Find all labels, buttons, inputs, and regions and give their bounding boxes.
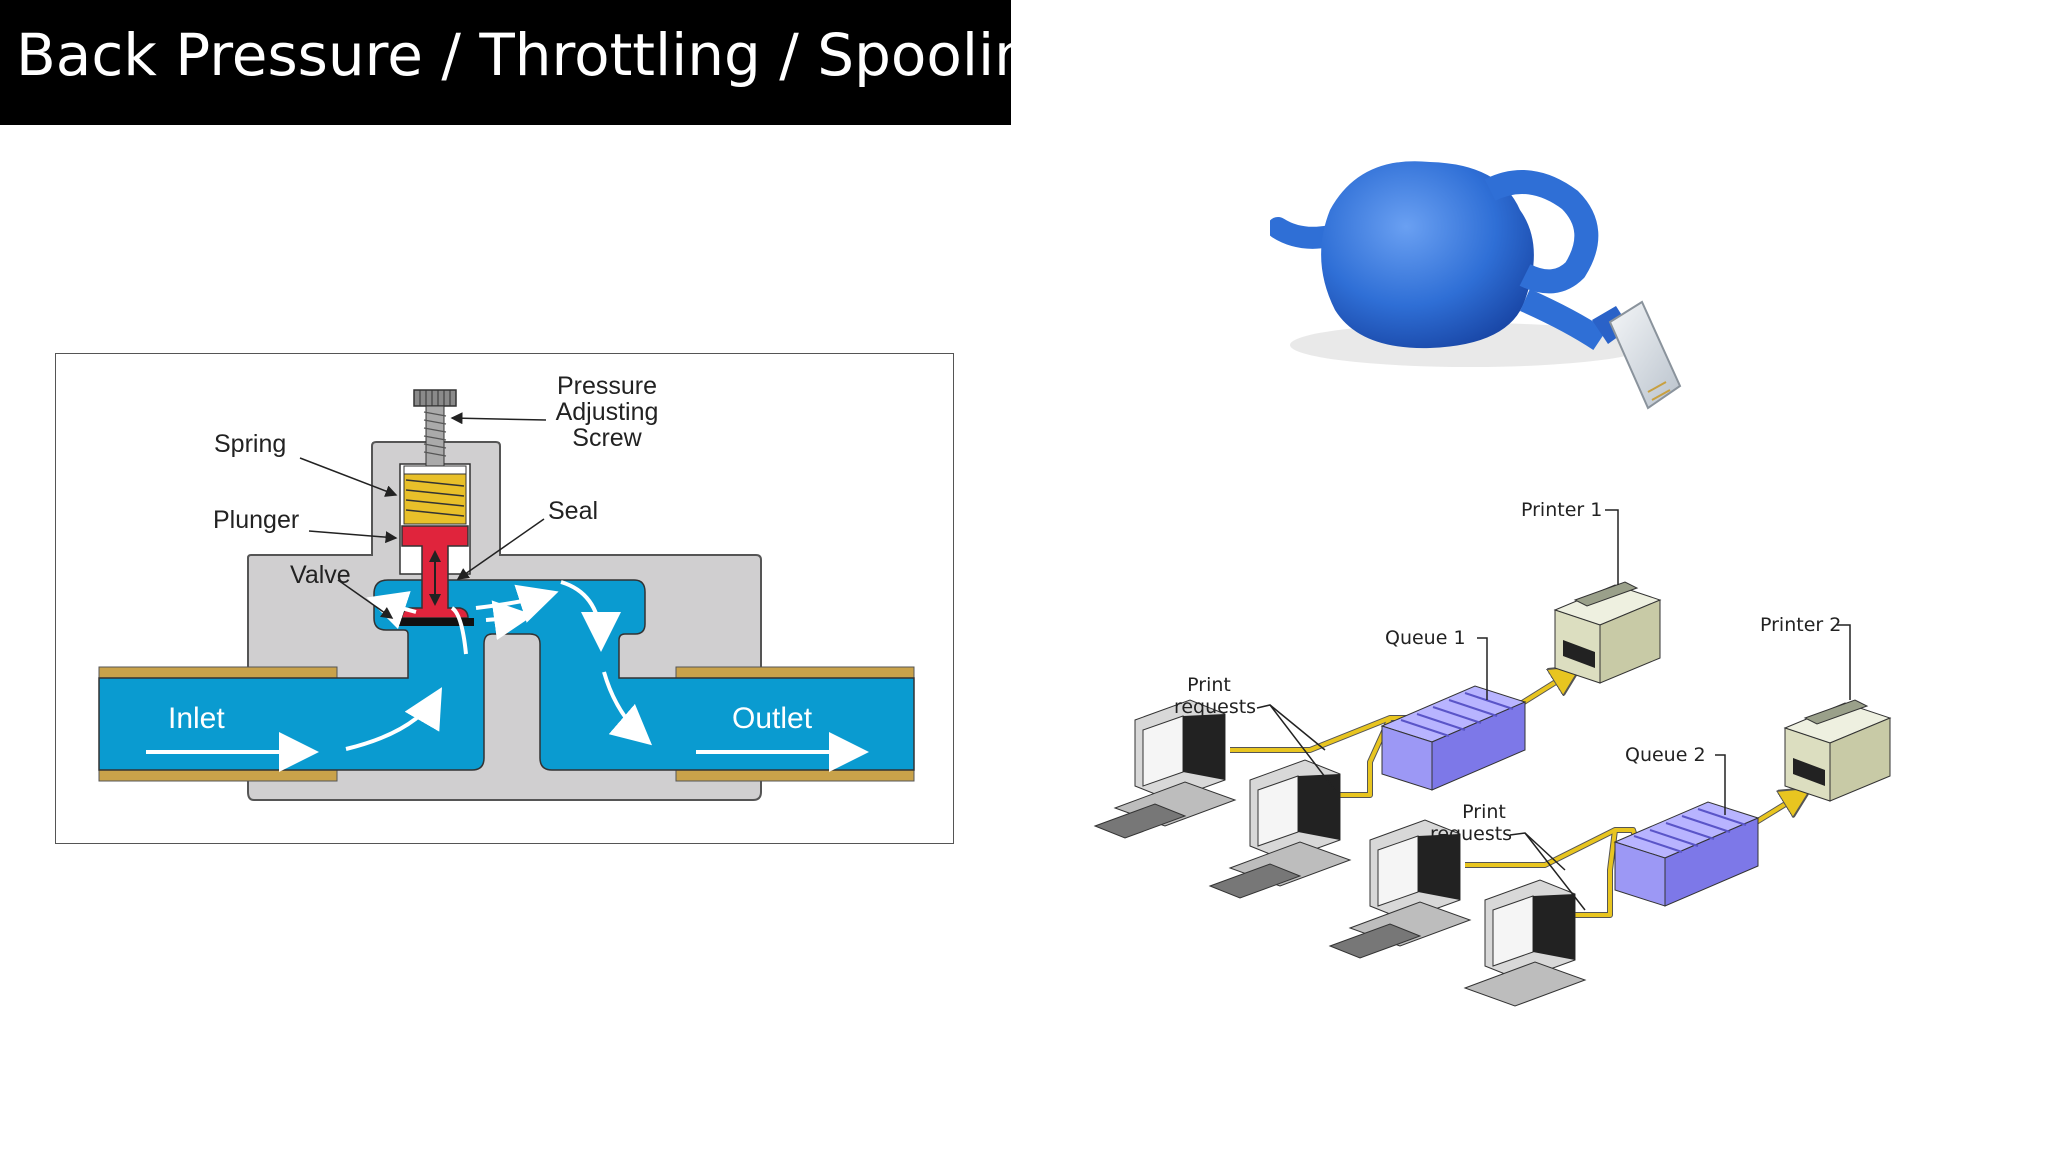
computer-3-icon [1328, 819, 1472, 959]
cable-tail [1270, 217, 1341, 249]
label-pressure: Pressure [557, 372, 657, 400]
printer-1-icon [1553, 581, 1662, 684]
spring-plate [403, 465, 467, 475]
label-screw: Screw [572, 424, 642, 452]
label-plunger: Plunger [213, 506, 299, 534]
label-inlet: Inlet [168, 702, 225, 735]
computer-4-icon [1463, 879, 1587, 1007]
outlet-pipe-wall-bottom [675, 769, 915, 782]
label-outlet: Outlet [732, 702, 813, 735]
computer-1-icon [1093, 699, 1237, 839]
title-bar: Back Pressure / Throttling / Spooling [0, 0, 1068, 125]
label-queue-2: Queue 2 [1625, 744, 1706, 766]
label-valve: Valve [290, 561, 351, 589]
connector-1b [1315, 717, 1392, 797]
label-adjusting: Adjusting [556, 398, 659, 426]
label-print-requests-1a: Print [1187, 674, 1231, 696]
spooling-diagram: Printer 1 Printer 2 Queue 1 Queue 2 Prin… [1093, 499, 1892, 1007]
seal [396, 618, 474, 626]
rj45-plug [1608, 300, 1682, 410]
label-printer-2: Printer 2 [1760, 614, 1841, 636]
label-print-requests-1b: requests [1174, 696, 1256, 718]
slide-title: Back Pressure / Throttling / Spooling [16, 21, 1068, 89]
printer-2-icon [1783, 699, 1892, 802]
label-print-requests-2a: Print [1462, 801, 1506, 823]
queue-1-block [1380, 685, 1527, 791]
valve-svg: Pressure Adjusting Screw Spring Plunger … [98, 372, 915, 801]
pressure-valve-diagram: Pressure Adjusting Screw Spring Plunger … [55, 353, 954, 844]
label-seal: Seal [548, 497, 598, 525]
outlet-pipe-wall-top [675, 666, 915, 679]
label-spring: Spring [214, 430, 286, 458]
label-print-requests-2b: requests [1430, 823, 1512, 845]
computer-2-icon [1208, 759, 1352, 899]
connector-2b [1555, 829, 1617, 917]
queue-2-block [1613, 801, 1760, 907]
cable-knot [1321, 161, 1534, 349]
knotted-cable-image [1270, 161, 1682, 410]
inlet-pipe-wall-top [98, 666, 338, 679]
label-queue-1: Queue 1 [1385, 627, 1466, 649]
cable-loop [1484, 170, 1599, 294]
inlet-pipe-wall-bottom [98, 769, 338, 782]
label-printer-1: Printer 1 [1521, 499, 1602, 521]
cable-lead [1520, 289, 1607, 351]
